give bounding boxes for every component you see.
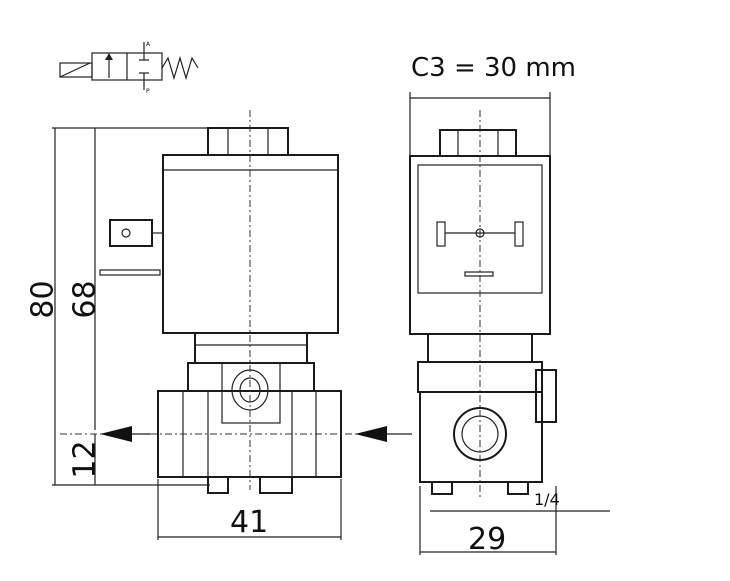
- front-view: [60, 110, 400, 494]
- dim-12-label: 12: [67, 440, 103, 479]
- dim-80-label: 80: [25, 280, 61, 319]
- port-size-label: 1/4: [534, 490, 560, 509]
- port-p-label: P: [146, 88, 150, 95]
- dim-68-label: 68: [67, 280, 103, 319]
- dim-29-label: 29: [468, 522, 507, 557]
- side-view: [355, 110, 557, 500]
- dim-41-label: 41: [230, 505, 269, 540]
- valve-symbol: A P: [59, 41, 199, 95]
- port-a-label: A: [146, 41, 151, 48]
- c3-label: C3 = 30 mm: [411, 53, 577, 83]
